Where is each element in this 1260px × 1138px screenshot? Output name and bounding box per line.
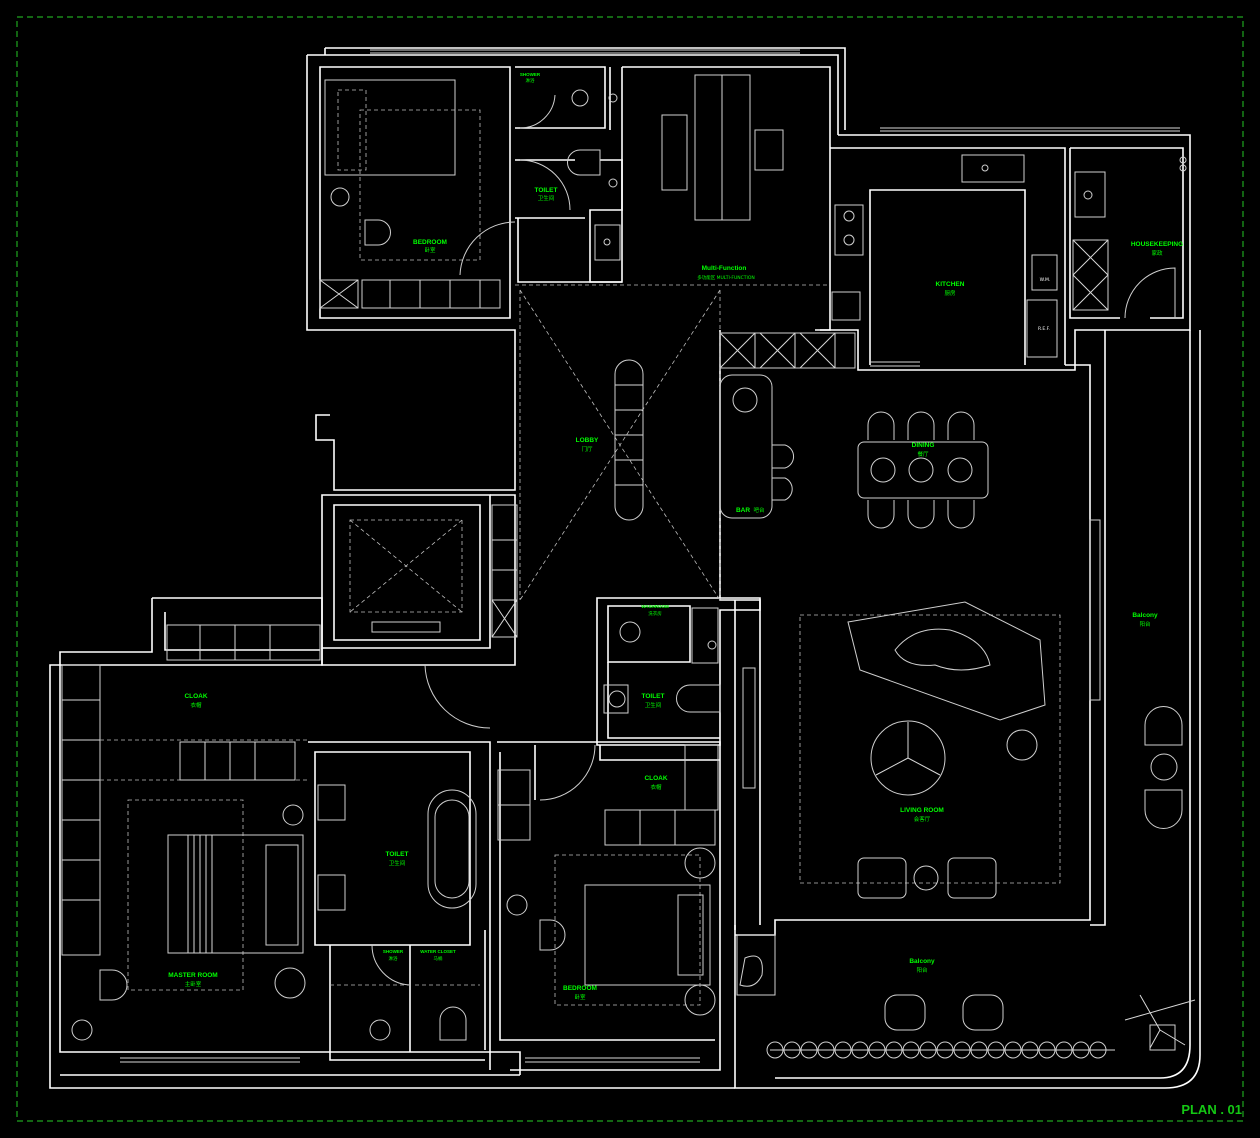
label-toilet-mid-zh: 卫生间 xyxy=(645,701,662,709)
room-labels: BEDROOM 卧室 SHOWER 淋浴 TOILET 卫生间 Multi-Fu… xyxy=(168,72,1183,1001)
label-shower-top-zh: 淋浴 xyxy=(526,77,535,84)
furniture xyxy=(61,74,1196,1051)
hedge-shrub xyxy=(1038,1041,1056,1059)
label-balcony-right: Balcony xyxy=(1132,612,1158,619)
label-toilet-top-zh: 卫生间 xyxy=(538,194,555,202)
drawing-frame xyxy=(16,16,1244,1122)
label-living-room-zh: 会客厅 xyxy=(914,815,931,823)
label-kitchen: KITCHEN xyxy=(936,281,965,288)
label-balcony-bottom-zh: 阳台 xyxy=(916,966,928,974)
hedge-shrub xyxy=(783,1041,801,1059)
hedge-shrub xyxy=(987,1041,1005,1059)
hedge-shrub xyxy=(834,1041,852,1059)
label-ref: R.E.F. xyxy=(1038,326,1050,332)
hedge-shrub xyxy=(902,1041,920,1059)
hedge-shrub xyxy=(1055,1041,1073,1059)
label-wm: W.M. xyxy=(1040,277,1051,283)
label-shower-bottom-zh: 淋浴 xyxy=(389,955,398,962)
hedge-shrub xyxy=(936,1041,954,1059)
label-bedroom-top-zh: 卧室 xyxy=(424,246,436,254)
label-water-closet: WATER CLOSET xyxy=(420,949,456,954)
label-bedroom-bottom-zh: 卧室 xyxy=(574,993,586,1001)
hedge-shrub xyxy=(919,1041,937,1059)
hedge-shrub xyxy=(885,1041,903,1059)
label-water-closet-zh: 马桶 xyxy=(434,955,443,962)
label-housekeeping-zh: 家政 xyxy=(1151,249,1163,257)
hedge-shrub xyxy=(851,1041,869,1059)
hedge-shrub xyxy=(1004,1041,1022,1059)
label-cloak-mid-zh: 衣帽 xyxy=(650,783,662,791)
label-toilet-master: TOILET xyxy=(386,851,409,858)
label-toilet-top: TOILET xyxy=(535,187,558,194)
label-bar-zh: 吧台 xyxy=(753,506,765,514)
label-housekeeping: HOUSEKEEPING xyxy=(1131,241,1183,248)
windows xyxy=(120,49,1180,1063)
label-master-room-zh: 主卧室 xyxy=(185,980,202,988)
hedge-shrub xyxy=(1072,1041,1090,1059)
hedge-shrub xyxy=(868,1041,886,1059)
label-bar: BAR xyxy=(736,507,750,514)
label-toilet-master-zh: 卫生间 xyxy=(389,859,406,867)
hedge-shrub xyxy=(953,1041,971,1059)
label-shower-top: SHOWER xyxy=(520,72,541,77)
label-cloak-mid: CLOAK xyxy=(644,775,667,782)
label-master-room: MASTER ROOM xyxy=(168,972,217,979)
label-washroom: WASHROOM xyxy=(641,604,669,609)
label-lobby-zh: 门厅 xyxy=(581,445,593,453)
label-multi-function: Multi-Function xyxy=(702,265,747,272)
label-cloak-left: CLOAK xyxy=(184,693,207,700)
label-bedroom-top: BEDROOM xyxy=(413,239,447,246)
hedge-shrub xyxy=(766,1041,784,1059)
label-dining: DINING xyxy=(912,442,935,449)
hedge-shrub xyxy=(800,1041,818,1059)
label-balcony-right-zh: 阳台 xyxy=(1139,620,1151,628)
label-kitchen-zh: 厨房 xyxy=(944,289,956,297)
hedge-shrub xyxy=(970,1041,988,1059)
label-living-room: LIVING ROOM xyxy=(900,807,944,814)
label-bedroom-bottom: BEDROOM xyxy=(563,985,597,992)
plan-title: PLAN . 01 xyxy=(1181,1102,1242,1117)
balcony-hedge xyxy=(766,1041,1107,1059)
label-toilet-mid: TOILET xyxy=(642,693,665,700)
hedge-shrub xyxy=(1089,1041,1107,1059)
label-multi-function-zh: 多功能区 MULTI-FUNCTION xyxy=(697,274,755,281)
label-dining-zh: 餐厅 xyxy=(917,450,929,458)
label-balcony-bottom: Balcony xyxy=(909,958,935,965)
label-lobby: LOBBY xyxy=(576,437,599,444)
hedge-shrub xyxy=(817,1041,835,1059)
hedge-shrub xyxy=(1021,1041,1039,1059)
label-cloak-left-zh: 衣帽 xyxy=(190,701,202,709)
walls xyxy=(49,47,1201,1089)
label-washroom-zh: 洗衣房 xyxy=(648,610,662,617)
label-shower-bottom: SHOWER xyxy=(383,949,404,954)
